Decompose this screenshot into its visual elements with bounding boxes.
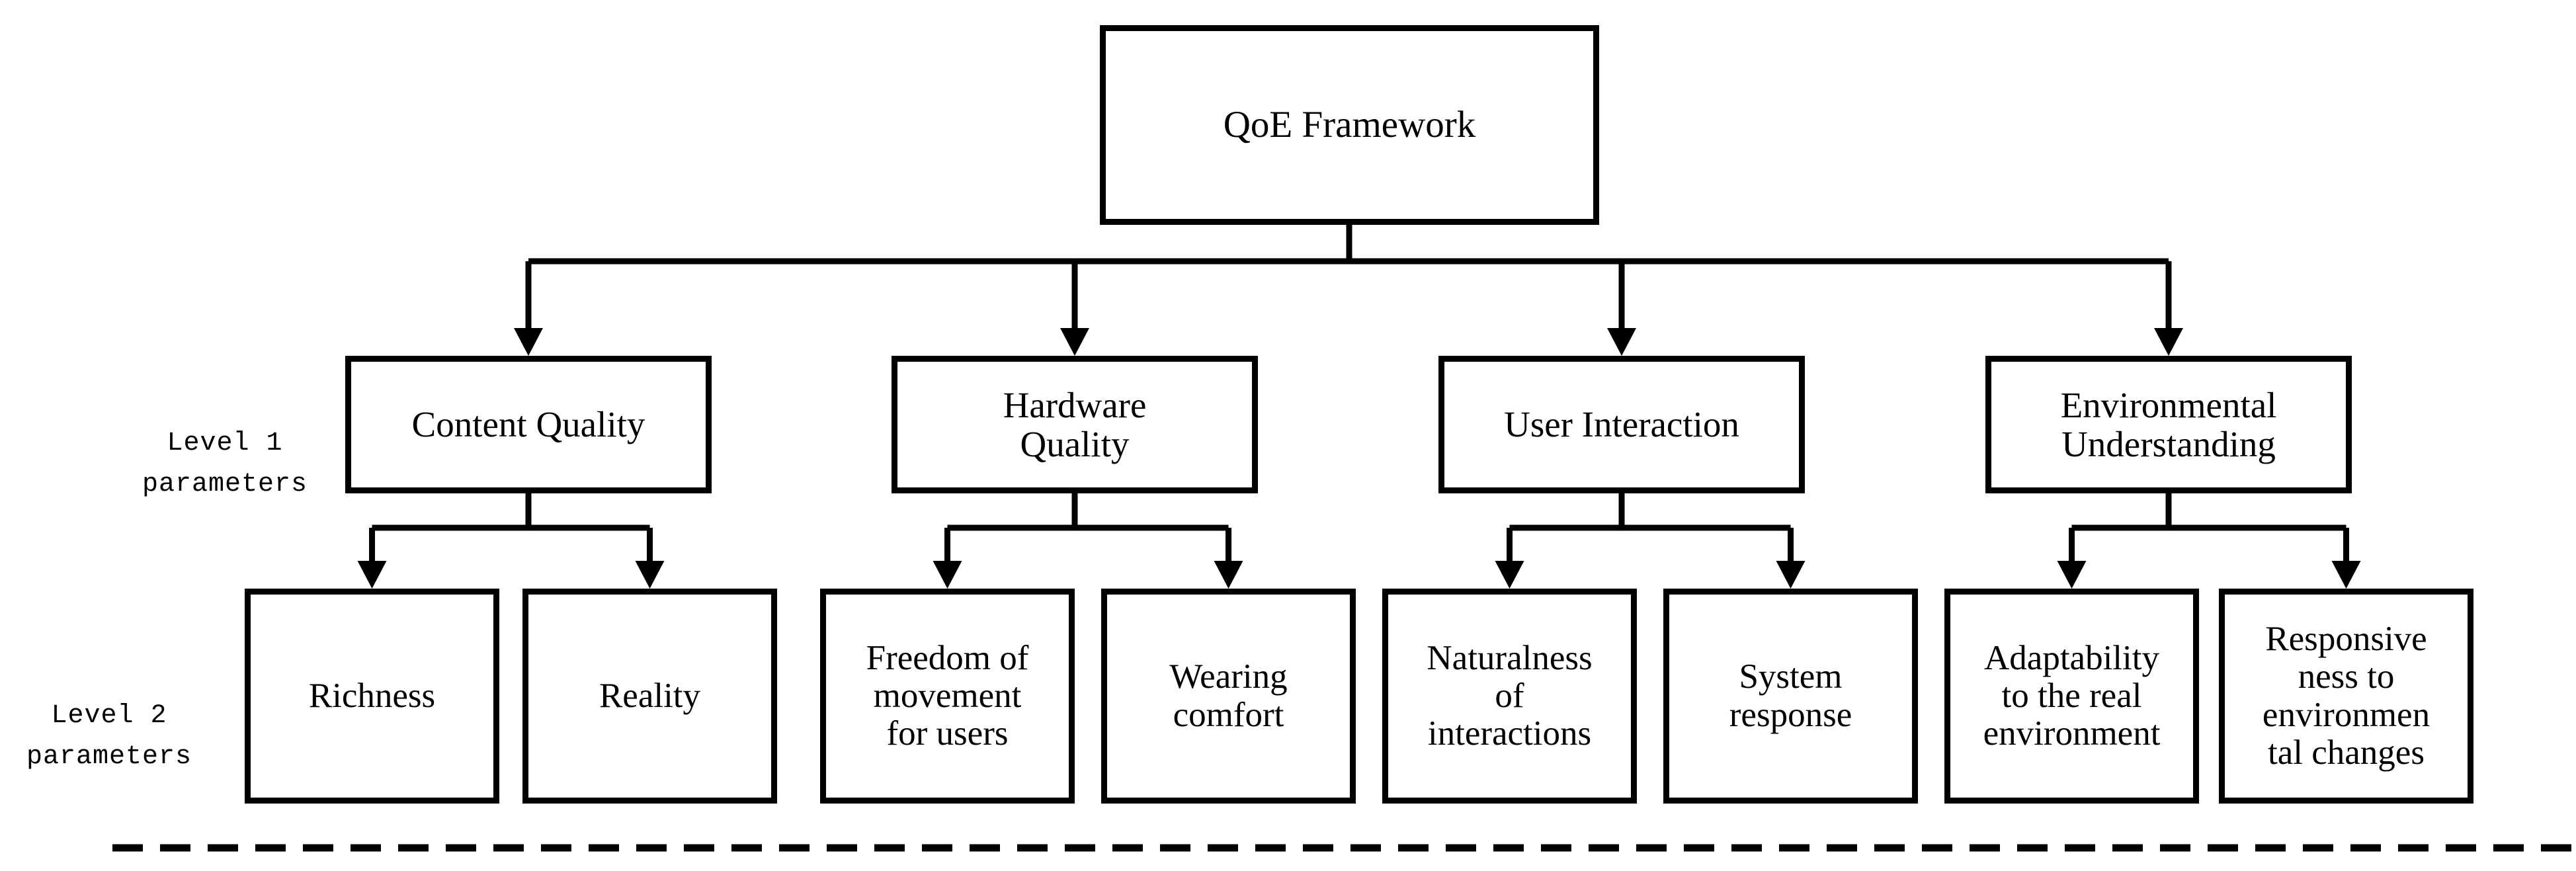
level2-node-label: Freedom of movement for users bbox=[866, 638, 1029, 753]
level1-node-label: Hardware Quality bbox=[1003, 384, 1147, 464]
level2-node-responsiveness-to-environmental-changes[interactable]: Responsive ness to environmen tal change… bbox=[2219, 589, 2473, 804]
level1-node-content-quality[interactable]: Content Quality bbox=[345, 356, 712, 493]
level2-node-wearing-comfort[interactable]: Wearing comfort bbox=[1101, 589, 1356, 804]
level1-node-label: User Interaction bbox=[1504, 404, 1739, 445]
level2-node-label: Naturalness of interactions bbox=[1427, 638, 1593, 753]
level-2-parameters-label: Level 2 parameters bbox=[0, 655, 218, 778]
level1-node-hardware-quality[interactable]: Hardware Quality bbox=[892, 356, 1258, 493]
level2-node-label: Wearing comfort bbox=[1169, 657, 1288, 734]
level1-node-label: Environmental Understanding bbox=[2060, 384, 2277, 464]
level2-node-label: Reality bbox=[599, 676, 701, 715]
level1-node-environmental-understanding[interactable]: Environmental Understanding bbox=[1985, 356, 2352, 493]
level-1-parameters-label: Level 1 parameters bbox=[116, 382, 334, 505]
level-1-parameters-text: Level 1 parameters bbox=[142, 429, 308, 499]
root-node-qoe-framework[interactable]: QoE Framework bbox=[1100, 25, 1599, 225]
level2-node-label: Richness bbox=[308, 676, 436, 715]
level1-node-user-interaction[interactable]: User Interaction bbox=[1438, 356, 1805, 493]
root-node-label: QoE Framework bbox=[1223, 104, 1476, 146]
level2-node-label: System response bbox=[1729, 657, 1852, 734]
level1-node-label: Content Quality bbox=[411, 404, 645, 445]
level2-node-label: Responsive ness to environmen tal change… bbox=[2262, 620, 2431, 772]
level2-node-system-response[interactable]: System response bbox=[1663, 589, 1918, 804]
level2-node-freedom-of-movement-for-users[interactable]: Freedom of movement for users bbox=[820, 589, 1075, 804]
level2-node-richness[interactable]: Richness bbox=[245, 589, 499, 804]
level2-node-label: Adaptability to the real environment bbox=[1983, 638, 2161, 753]
level2-node-reality[interactable]: Reality bbox=[522, 589, 777, 804]
level2-node-adaptability-to-the-real-environment[interactable]: Adaptability to the real environment bbox=[1944, 589, 2199, 804]
level2-node-naturalness-of-interactions[interactable]: Naturalness of interactions bbox=[1382, 589, 1637, 804]
level-2-parameters-text: Level 2 parameters bbox=[26, 701, 192, 772]
